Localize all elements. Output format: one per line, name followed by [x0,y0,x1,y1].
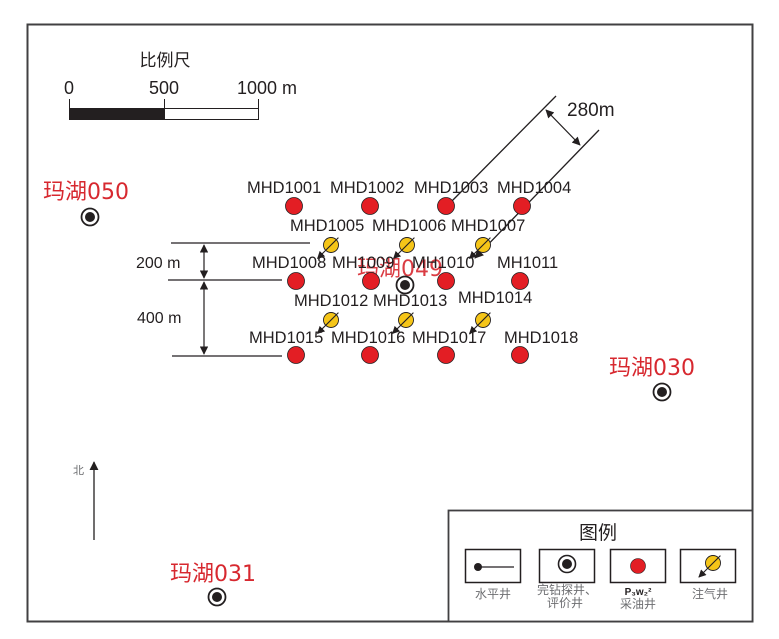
production-well-icon[interactable] [437,272,455,290]
legend-label: 注气井 [692,586,728,601]
production-well-icon[interactable] [285,197,303,215]
injection-well-label: MHD1012 [294,292,368,310]
exploration-well-icon-core [562,559,572,569]
injection-well-icon [698,555,721,578]
legend-item-exploration-well: 完钻探井、 评价井 [537,548,597,610]
legend-label: 水平井 [475,587,511,601]
production-well-icon[interactable] [513,197,531,215]
production-well-icon[interactable] [511,272,529,290]
horizontal-well-trajectory [474,129,600,259]
injection-well-icon[interactable] [469,312,491,334]
legend-title: 图例 [579,522,617,544]
scale-tick-500: 500 [149,78,179,98]
exploration-well-icon[interactable] [395,275,415,295]
scale-tick-0: 0 [64,78,74,98]
exploration-well-core [657,387,667,397]
injection-well-label: MHD1007 [451,217,525,235]
production-well-icon[interactable] [437,346,455,364]
production-well-icon[interactable] [361,346,379,364]
legend-label: 完钻探井、 [537,582,597,597]
map-frame [26,23,754,623]
exploration-well-label: 玛湖031 [170,562,256,587]
row-spacing-annotation: 200 m 400 m [136,242,310,357]
injection-well-label: MHD1014 [458,289,532,307]
exploration-well-label: 玛湖030 [609,356,695,381]
production-well-icon[interactable] [287,346,305,364]
legend-label: 评价井 [547,596,583,610]
production-well-label: MHD1008 [252,254,326,272]
production-well-label: MHD1017 [412,329,486,347]
legend-label: 采油井 [620,597,656,611]
production-well-icon [630,558,646,574]
production-well-label: MHD1001 [247,179,321,197]
injection-well-icon[interactable] [469,237,491,259]
row-gap-400-label: 400 m [137,310,181,327]
legend-item-production-well: P₃w₂² 采油井 [609,548,667,611]
legend-swatch-box [609,548,667,584]
injection-well-icon[interactable] [393,237,415,259]
injection-well-icon[interactable] [392,312,414,334]
production-well-label: MH1011 [497,254,558,272]
row-gap-200-label: 200 m [136,255,180,272]
production-well-label: MHD1004 [497,179,571,197]
injection-well-icon[interactable] [317,312,339,334]
injection-well-label: MHD1005 [290,217,364,235]
production-well-icon[interactable] [437,197,455,215]
production-well-label: MH1009 [332,254,394,272]
legend-formation-label: P₃w₂² [625,587,653,598]
scale-bar-title: 比例尺 [140,51,191,71]
production-well-label: MHD1015 [249,329,323,347]
scale-bar-white-segment [164,108,259,120]
diagonal-dimension-arrow [545,109,581,146]
exploration-well-core [85,212,95,222]
injection-wells [317,237,491,334]
production-well-icon[interactable] [511,346,529,364]
north-label: 北 [73,464,84,477]
north-arrow: 北 [73,461,99,540]
diagonal-spacing-annotation: 280m [447,95,615,259]
exploration-well-icon[interactable] [207,587,227,607]
production-wells [285,197,531,364]
exploration-well-icon[interactable] [652,382,672,402]
legend-swatch-box [464,548,522,584]
exploration-well-label: 玛湖050 [43,180,129,205]
horizontal-well-trajectory [447,95,557,206]
legend-item-injection-well: 注气井 [679,548,737,601]
production-well-icon[interactable] [361,197,379,215]
injection-well-label: MHD1006 [372,217,446,235]
injection-well-icon[interactable] [317,237,339,259]
exploration-well-core [400,280,410,290]
production-well-label: MH1010 [412,254,474,272]
scale-bar: 比例尺 0 500 1000 m [64,51,297,120]
production-well-label: MHD1018 [504,329,578,347]
injection-well-label: MHD1013 [373,292,447,310]
scale-tick-1000: 1000 m [237,78,297,98]
production-well-label: MHD1016 [331,329,405,347]
exploration-wells: 玛湖050 玛湖049 玛湖030 玛湖031 [43,180,695,607]
production-well-icon[interactable] [362,272,380,290]
diagonal-spacing-label: 280m [567,100,615,121]
production-well-icon[interactable] [287,272,305,290]
production-well-label: MHD1002 [330,179,404,197]
scale-bar-black-segment [69,108,165,120]
legend: 图例 水平井 完钻探井、 评价井 P₃w₂² 采油井 注气井 [447,509,754,623]
injection-well-icon[interactable] [698,555,721,578]
exploration-well-icon[interactable] [80,207,100,227]
legend-item-horizontal-well: 水平井 [464,548,522,601]
exploration-well-core [212,592,222,602]
production-well-label: MHD1003 [414,179,488,197]
